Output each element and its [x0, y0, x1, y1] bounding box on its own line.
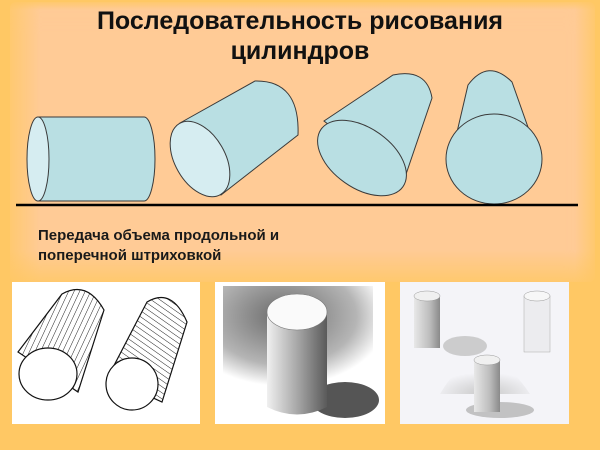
shaded-cylinder-illustration — [223, 286, 379, 418]
cylinder-horizontal — [26, 116, 156, 202]
three-cylinders-illustration — [400, 282, 569, 424]
slide-title: Последовательность рисования цилиндров — [0, 6, 600, 66]
title-line-2: цилиндров — [230, 37, 370, 65]
subtitle-line-1: Передача объема продольной и — [38, 227, 280, 244]
photo-shaded-cylinder — [215, 282, 385, 424]
cylinder-upright — [445, 70, 543, 205]
cylinder-tilted-60 — [317, 73, 433, 197]
title-line-1: Последовательность рисования — [96, 7, 504, 35]
section-subtitle: Передача объема продольной и поперечной … — [38, 226, 279, 266]
photo-three-cylinders — [400, 282, 569, 424]
cylinder-tilted-30 — [169, 80, 299, 198]
photo-hatched-cylinders — [12, 282, 200, 424]
subtitle-line-2: поперечной штриховкой — [38, 247, 222, 264]
cylinder-sequence-diagram — [16, 70, 578, 207]
hatched-cylinders-illustration — [17, 289, 188, 411]
